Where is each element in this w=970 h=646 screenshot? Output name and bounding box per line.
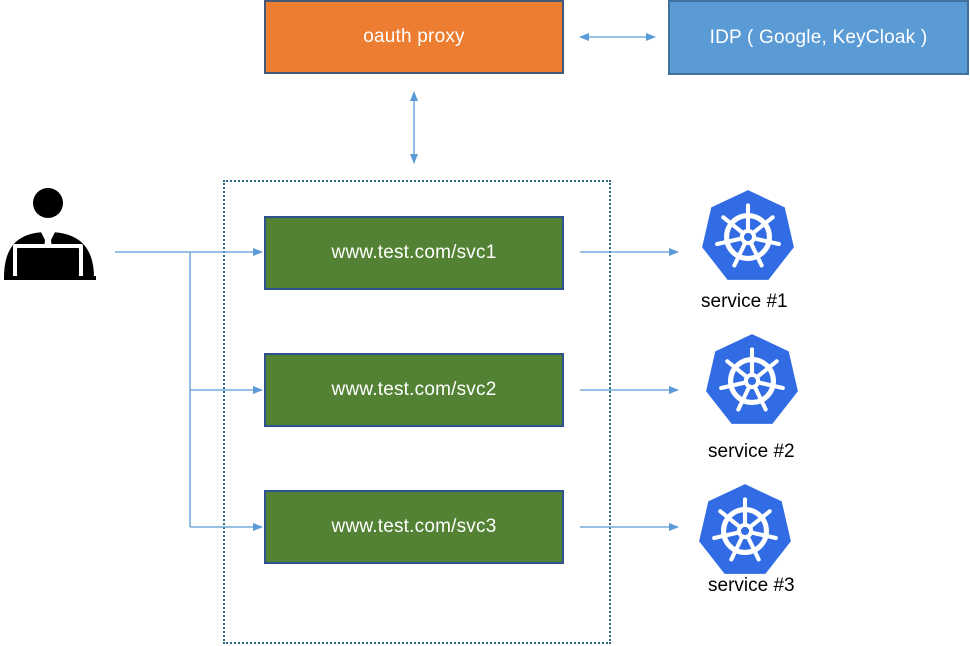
kubernetes-helm-icon xyxy=(694,480,796,578)
ingress-group-boundary xyxy=(223,180,611,644)
route-box-svc2: www.test.com/svc2 xyxy=(264,353,564,427)
kubernetes-helm-icon xyxy=(701,330,803,428)
service-label: service #3 xyxy=(708,575,795,596)
idp-box: IDP ( Google, KeyCloak ) xyxy=(668,0,969,75)
idp-label: IDP ( Google, KeyCloak ) xyxy=(709,26,928,48)
route-label: www.test.com/svc2 xyxy=(331,379,497,400)
oauth-proxy-label: oauth proxy xyxy=(363,26,465,47)
route-label: www.test.com/svc3 xyxy=(331,516,497,537)
service-label: service #1 xyxy=(701,291,788,312)
oauth-proxy-box: oauth proxy xyxy=(264,0,564,74)
route-label: www.test.com/svc1 xyxy=(331,242,497,263)
route-box-svc3: www.test.com/svc3 xyxy=(264,490,564,564)
service-label: service #2 xyxy=(708,441,795,462)
kubernetes-helm-icon xyxy=(697,186,799,284)
user-laptop-icon xyxy=(4,188,96,280)
route-box-svc1: www.test.com/svc1 xyxy=(264,216,564,290)
